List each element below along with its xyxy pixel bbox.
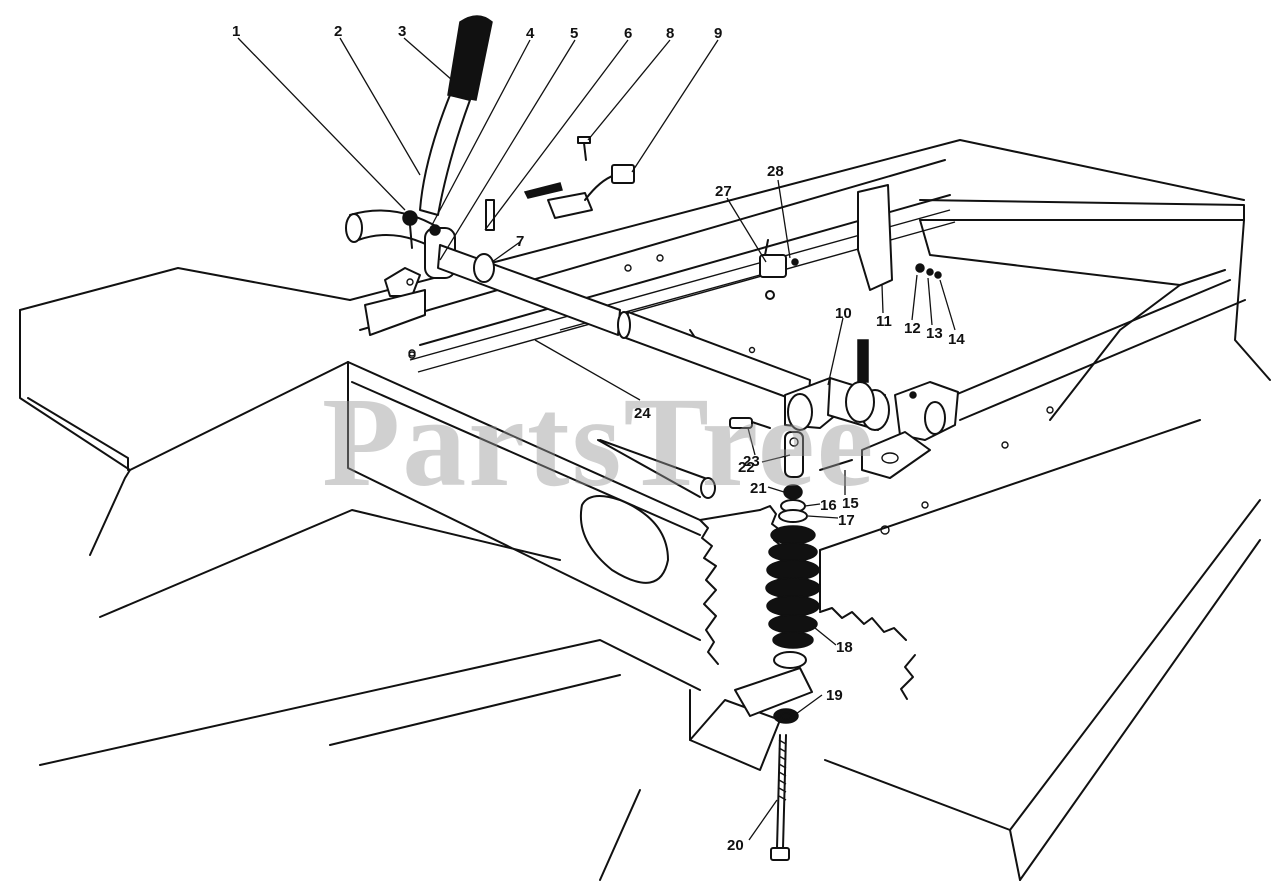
callout-17: 17 (838, 512, 855, 529)
cross-shaft (437, 199, 811, 406)
callout-1: 1 (232, 23, 240, 40)
callout-24: 24 (634, 405, 651, 422)
callout-18: 18 (836, 639, 853, 656)
callout-10: 10 (835, 305, 852, 322)
callout-6: 6 (624, 25, 632, 42)
callout-21: 21 (750, 480, 767, 497)
callout-12: 12 (904, 320, 921, 337)
callout-23: 23 (743, 453, 760, 470)
callout-28: 28 (767, 163, 784, 180)
callout-16: 16 (820, 497, 837, 514)
callout-labels: 1 2 3 4 5 6 8 9 7 27 28 10 11 12 13 14 2… (232, 23, 965, 854)
callout-7: 7 (516, 233, 524, 250)
callout-20: 20 (727, 837, 744, 854)
right-pivot-assembly (784, 339, 959, 479)
spring-linkage (729, 417, 853, 861)
leader-lines (237, 37, 956, 841)
callout-5: 5 (570, 25, 578, 42)
callout-4: 4 (526, 25, 535, 42)
lever-handle (345, 15, 493, 256)
callout-8: 8 (666, 25, 674, 42)
callout-15: 15 (842, 495, 859, 512)
callout-19: 19 (826, 687, 843, 704)
callout-2: 2 (334, 23, 342, 40)
callout-9: 9 (714, 25, 722, 42)
callout-3: 3 (398, 23, 406, 40)
callout-14: 14 (948, 331, 965, 348)
mower-frame (19, 139, 1271, 881)
callout-27: 27 (715, 183, 732, 200)
callout-11: 11 (876, 313, 892, 330)
callout-22: 22 (738, 459, 755, 476)
callout-13: 13 (926, 325, 943, 342)
switch-assembly (523, 136, 942, 300)
